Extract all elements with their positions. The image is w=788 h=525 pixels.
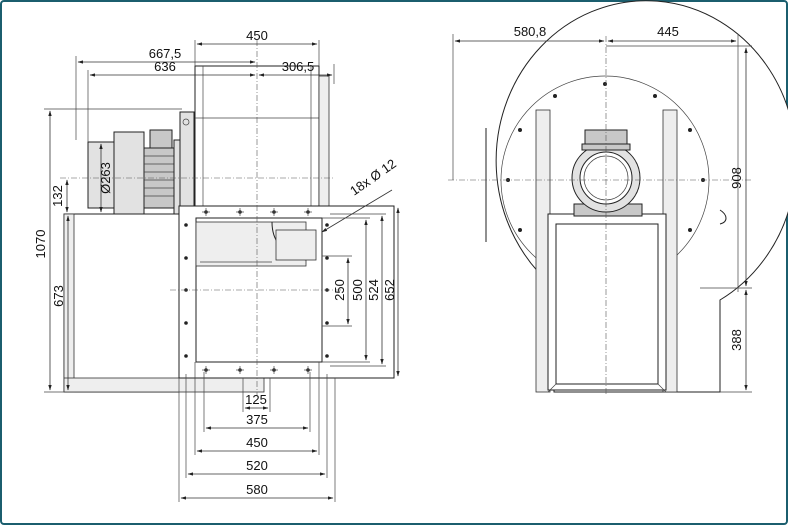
side-view: 450 667,5 636 306,5 Ø263 132 1070 673 18…	[33, 28, 400, 502]
housing-rim	[318, 75, 330, 207]
outlet-duct-inner	[555, 223, 659, 385]
dim-flange-inner: 250	[332, 279, 347, 301]
dim-overall-motor: 667,5	[149, 46, 182, 61]
dim-total-height: 1070	[33, 230, 48, 259]
front-view: 580,8 445 908 388	[448, 0, 788, 396]
dim-motor-to-center: 636	[154, 59, 176, 74]
dim-bottom-375: 375	[246, 412, 268, 427]
dim-flange-652: 652	[382, 279, 397, 301]
dim-motor-diameter: Ø263	[98, 162, 113, 194]
dim-inlet-axis-height: 673	[51, 285, 66, 307]
dim-bottom-520: 520	[246, 458, 268, 473]
volute-tongue	[719, 209, 727, 225]
dim-bottom-450: 450	[246, 435, 268, 450]
holes-leader	[321, 189, 393, 233]
dim-bottom-580: 580	[246, 482, 268, 497]
base-frame	[63, 213, 180, 393]
dim-center-right: 306,5	[282, 59, 315, 74]
dim-motor-axis-offset: 132	[50, 185, 65, 207]
terminal-box	[149, 129, 173, 149]
funnel-mouth	[275, 229, 317, 261]
dim-right-width: 445	[657, 24, 679, 39]
dim-left-width: 580,8	[514, 24, 547, 39]
holes-note: 18x Ø 12	[347, 156, 399, 199]
base-plate	[63, 377, 265, 393]
dim-top-width: 450	[246, 28, 268, 43]
dim-flange-524: 524	[366, 279, 381, 301]
motor-body	[113, 131, 145, 219]
dim-outlet-height: 388	[729, 329, 744, 351]
dim-bottom-125: 125	[245, 392, 267, 407]
dim-front-total-height: 908	[729, 167, 744, 189]
dim-flange-500: 500	[350, 279, 365, 301]
motor-bracket	[179, 111, 195, 209]
